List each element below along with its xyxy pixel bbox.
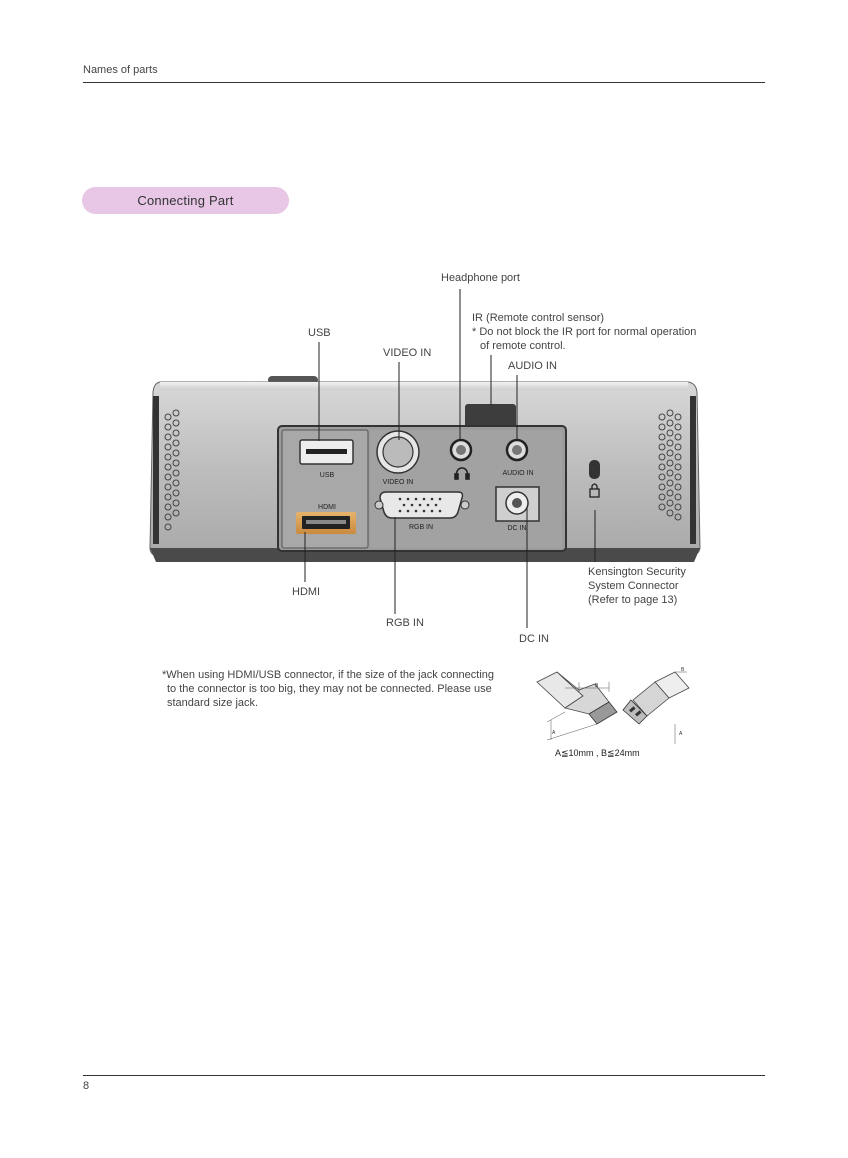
connector-size-illustration: B A B A [536, 667, 690, 744]
dc-in-port [495, 486, 540, 522]
footer-rule [83, 1075, 765, 1076]
label-kensington-cont: System Connector [588, 580, 679, 592]
panel-label-audio-in: AUDIO IN [502, 470, 533, 477]
note-line-2: to the connector is too big, they may no… [167, 683, 492, 695]
dimension-b-label-left: B [595, 683, 599, 689]
headphone-port [449, 438, 473, 462]
audio-in-port [505, 438, 529, 462]
hdmi-port [296, 512, 356, 534]
dimension-a-label-left: A [552, 730, 556, 736]
rgb-in-port [374, 491, 470, 519]
panel-label-hdmi: HDMI [318, 504, 336, 511]
note-line-3: standard size jack. [167, 697, 259, 709]
note-line-1: *When using HDMI/USB connector, if the s… [162, 669, 494, 681]
label-dc-in: DC IN [519, 633, 549, 645]
header-rule [83, 82, 765, 83]
page-header-title: Names of parts [83, 64, 158, 76]
label-ir-note: * Do not block the IR port for normal op… [472, 326, 697, 338]
left-speaker-grill [153, 396, 180, 544]
label-headphone-port: Headphone port [441, 272, 520, 284]
ir-sensor-window [465, 404, 516, 430]
label-kensington: Kensington Security [588, 566, 686, 578]
projector-rear-illustration: USB HDMI VIDEO IN RGB IN AUDIO IN DC IN [149, 289, 701, 628]
lock-icon [589, 483, 600, 498]
dimension-caption: A≦10mm , B≦24mm [555, 748, 640, 758]
section-title: Connecting Part [82, 187, 289, 214]
hdmi-plug-drawing: B A [536, 671, 618, 741]
label-ir-sensor: IR (Remote control sensor) [472, 312, 605, 324]
label-rgb-in: RGB IN [386, 617, 424, 629]
dimension-a-label-right: A [679, 731, 683, 737]
panel-label-video-in: VIDEO IN [383, 479, 414, 486]
right-speaker-grill [658, 396, 696, 544]
usb-plug-drawing: B A [622, 667, 690, 744]
label-audio-in: AUDIO IN [508, 360, 557, 372]
label-kensington-ref: (Refer to page 13) [588, 594, 678, 606]
page-number: 8 [83, 1080, 90, 1092]
kensington-slot [589, 460, 600, 479]
headphone-icon [454, 467, 470, 480]
label-ir-note-cont: of remote control. [480, 340, 566, 352]
dimension-b-label-right: B [681, 667, 685, 673]
video-in-port [376, 430, 420, 474]
usb-port [299, 439, 354, 465]
label-hdmi: HDMI [292, 586, 321, 598]
callout-leader-lines [304, 289, 596, 628]
panel-label-rgb-in: RGB IN [409, 524, 433, 531]
label-video-in: VIDEO IN [383, 347, 432, 359]
panel-label-usb: USB [320, 472, 335, 479]
label-usb: USB [308, 327, 331, 339]
panel-label-dc-in: DC IN [507, 525, 526, 532]
